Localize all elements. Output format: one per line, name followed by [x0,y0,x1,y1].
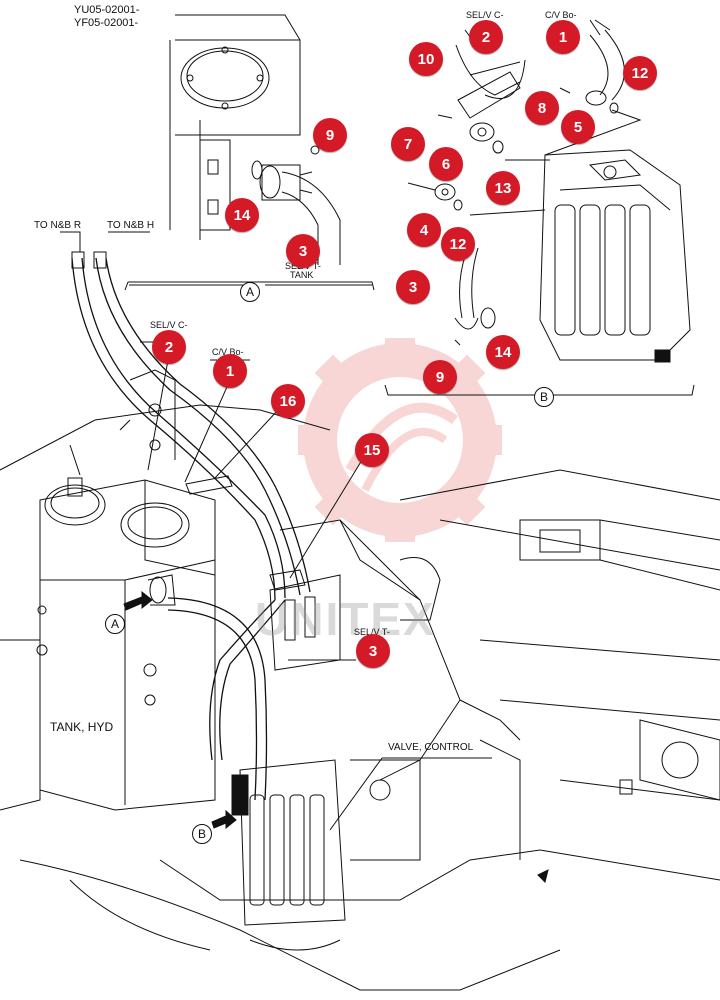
callout-part-12-detail-b-upper[interactable]: 12 [623,56,657,90]
callout-part-15[interactable]: 15 [355,433,389,467]
callout-part-3-detail-a[interactable]: 3 [286,234,320,268]
callout-part-4-detail-b[interactable]: 4 [407,213,441,247]
callout-part-16[interactable]: 16 [271,384,305,418]
watermark-text: UNITEX [255,593,436,645]
callout-part-2-main[interactable]: 2 [152,330,186,364]
label-valve-control: VALVE, CONTROL [388,742,474,753]
callout-part-12-detail-b-lower[interactable]: 12 [441,227,475,261]
callout-part-1-detail-b[interactable]: 1 [546,20,580,54]
label-tank-detail-a: TANK [290,270,314,280]
callout-part-1-main[interactable]: 1 [213,354,247,388]
callout-part-5-detail-b[interactable]: 5 [561,110,595,144]
callout-part-14-detail-b[interactable]: 14 [486,335,520,369]
callout-part-14-detail-a[interactable]: 14 [225,198,259,232]
serial-line-2: YF05-02001- [74,17,139,29]
serial-range: YU05-02001- YF05-02001- [74,4,139,30]
callout-part-6-detail-b[interactable]: 6 [429,147,463,181]
callout-part-9-detail-b[interactable]: 9 [423,360,457,394]
watermark-gear [298,338,502,542]
callout-part-7-detail-b[interactable]: 7 [391,127,425,161]
view-a-arrow-marker: A [105,614,125,634]
serial-line-1: YU05-02001- [74,4,140,16]
label-to-nb-r: TO N&B R [34,220,82,231]
callout-part-9-detail-a[interactable]: 9 [313,118,347,152]
callout-part-8-detail-b[interactable]: 8 [525,91,559,125]
label-cv-bo-detail-b: C/V Bo- [545,10,577,20]
callout-part-2-detail-b[interactable]: 2 [469,20,503,54]
label-cv-bo-main: C/V Bo- [212,347,244,357]
callout-part-13-detail-b[interactable]: 13 [486,171,520,205]
view-a-marker: A [240,282,260,302]
callout-part-10-detail-b[interactable]: 10 [409,42,443,76]
label-to-nb-h: TO N&B H [107,220,155,231]
label-selv-t-main: SEL/V T- [354,627,390,637]
detail-b-drawing [384,19,695,396]
detail-a-drawing [124,14,375,291]
callout-part-3-main[interactable]: 3 [356,634,390,668]
view-b-arrow-marker: B [192,824,212,844]
view-b-marker: B [534,387,554,407]
label-selv-c-detail-b: SEL/V C- [466,10,504,20]
label-tank-hyd: TANK, HYD [50,720,114,734]
callout-part-3-detail-b[interactable]: 3 [396,270,430,304]
label-selv-c-main: SEL/V C- [150,320,188,330]
main-view-drawing [0,231,720,991]
